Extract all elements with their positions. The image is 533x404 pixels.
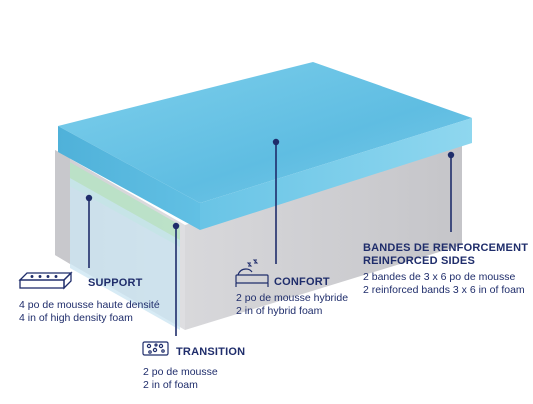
sides-leader-dot <box>447 151 455 159</box>
comfort-right-side <box>200 118 472 230</box>
reinforced-side-strip <box>55 150 70 264</box>
support-label: SUPPORT <box>88 277 143 290</box>
sides-label: BANDES DE RENFORCEMENT REINFORCED SIDES <box>363 242 528 268</box>
support-line-fr: 4 po de mousse haute densité <box>19 299 160 311</box>
support-leader-dot <box>85 194 93 202</box>
confort-label: CONFORT <box>274 276 330 289</box>
sides-line-en: 2 reinforced bands 3 x 6 in of foam <box>363 284 525 296</box>
transition-cut <box>70 178 180 330</box>
sides-description: 2 bandes de 3 x 6 po de mousse 2 reinfor… <box>363 271 525 297</box>
transition-description: 2 po de mousse 2 in of foam <box>143 366 218 392</box>
transition-foam-icon <box>142 341 169 356</box>
confort-title: CONFORT <box>274 276 330 288</box>
transition-layer <box>66 160 180 330</box>
transition-title: TRANSITION <box>176 346 246 358</box>
confort-leader-dot <box>272 138 280 146</box>
transition-line-en: 2 in of foam <box>143 379 198 391</box>
confort-line-fr: 2 po de mousse hybride <box>236 292 349 304</box>
support-description: 4 po de mousse haute densité 4 in of hig… <box>19 299 160 325</box>
bed-comfort-icon <box>235 259 269 287</box>
transition-label: TRANSITION <box>176 346 245 359</box>
confort-line-en: 2 in of hybrid foam <box>236 305 323 317</box>
sides-title-en: REINFORCED SIDES <box>363 255 475 267</box>
sides-line-fr: 2 bandes de 3 x 6 po de mousse <box>363 271 516 283</box>
support-foam-icon <box>18 271 73 290</box>
support-line-en: 4 in of high density foam <box>19 312 133 324</box>
comfort-front-side <box>58 126 200 230</box>
comfort-top-surface <box>58 62 472 203</box>
sides-title-fr: BANDES DE RENFORCEMENT <box>363 242 529 254</box>
transition-leader-dot <box>172 222 180 230</box>
confort-description: 2 po de mousse hybride 2 in of hybrid fo… <box>236 292 348 318</box>
support-title: SUPPORT <box>88 277 143 289</box>
comfort-layer <box>58 62 472 230</box>
transition-line-fr: 2 po de mousse <box>143 366 218 378</box>
